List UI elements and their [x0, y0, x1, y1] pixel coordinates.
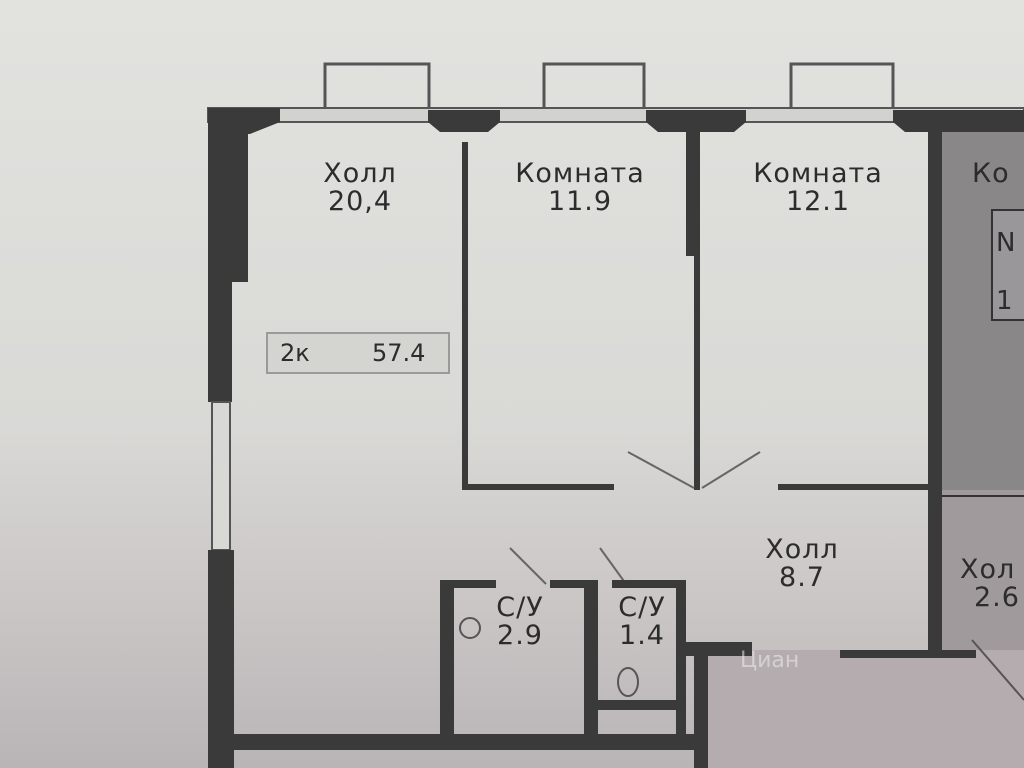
exterior-wall-left-upper [208, 122, 248, 282]
wall-room1-bottom [462, 484, 614, 490]
neighbor-apartment-area-lower [940, 490, 1024, 650]
neighbor-box-text: N 1 [996, 214, 1024, 330]
room-label-bath-2: С/У 1.4 [604, 592, 680, 652]
room-label-room-3-partial: Ко [972, 160, 1024, 188]
room-label-room-1: Комната 11.9 [490, 158, 670, 218]
room-name: С/У [496, 592, 544, 623]
balcony-box-1 [323, 62, 431, 112]
wall-bath1-right [584, 580, 598, 734]
exterior-wall-left-mid [208, 282, 232, 402]
room-area: 2.9 [497, 620, 543, 652]
wall-room1-left [462, 142, 468, 490]
door-swing-bath2 [599, 547, 627, 585]
wall-lower-block [694, 656, 708, 768]
room-name: С/У [618, 592, 666, 623]
wall-bath1-top-left [440, 580, 496, 588]
balcony-box-2 [542, 62, 646, 112]
wall-room1-room2-thick [686, 132, 700, 256]
room-area: 20,4 [327, 186, 393, 218]
wall-pier-4 [893, 110, 1024, 132]
wall-apartment-right [928, 132, 942, 650]
neighbor-label-n: N [996, 228, 1017, 258]
stair-line [971, 639, 1024, 701]
lower-right-area [700, 650, 1024, 768]
room-label-hall-small: Холл 8.7 [742, 534, 862, 594]
wall-room1-room2 [694, 256, 700, 490]
wall-bath1-top-right [550, 580, 596, 588]
door-swing-room2 [701, 451, 761, 489]
room-name: Холл [323, 158, 397, 189]
room-area: 2.6 [974, 582, 1020, 613]
wall-hall-bottom-right [840, 650, 976, 658]
watermark: Циан [740, 648, 800, 673]
room-area: 1.4 [619, 620, 665, 652]
toilet-icon [617, 667, 639, 697]
wall-room2-bottom [778, 484, 932, 490]
washbasin-icon [459, 617, 481, 639]
wall-bath2-top [612, 580, 684, 588]
apartment-rooms-code: 2к [280, 339, 310, 367]
window-left [211, 401, 231, 551]
room-name: Ко [972, 160, 1010, 189]
room-name: Хол [960, 556, 1016, 585]
wall-bath2-right [676, 580, 686, 740]
room-label-hall-partial: Хол 2.6 [960, 556, 1024, 613]
apartment-badge: 2к 57.4 [266, 332, 450, 374]
wall-pier-3 [646, 110, 746, 132]
room-label-bath-1: С/У 2.9 [470, 592, 570, 652]
room-area: 12.1 [785, 186, 851, 218]
wall-bath1-left [440, 580, 454, 734]
neighbor-label-1: 1 [996, 286, 1014, 316]
room-name: Холл [765, 534, 839, 565]
room-name: Комната [753, 158, 883, 189]
door-swing-room1 [627, 451, 695, 489]
interior-wall-bottom [234, 734, 694, 750]
apartment-area: 57.4 [372, 339, 426, 367]
wall-bath2-bottom [598, 700, 682, 710]
room-label-hall-main: Холл 20,4 [290, 158, 430, 218]
wall-neighbor-label-box [991, 209, 1024, 321]
wall-pier-2 [428, 110, 500, 132]
room-label-room-2: Комната 12.1 [728, 158, 908, 218]
room-area: 11.9 [547, 186, 613, 218]
room-name: Комната [515, 158, 645, 189]
exterior-wall-left-lower [208, 550, 234, 768]
room-area: 8.7 [779, 562, 825, 594]
door-swing-bath1 [509, 547, 547, 585]
balcony-box-3 [789, 62, 895, 112]
wall-hall-bottom [686, 642, 752, 656]
